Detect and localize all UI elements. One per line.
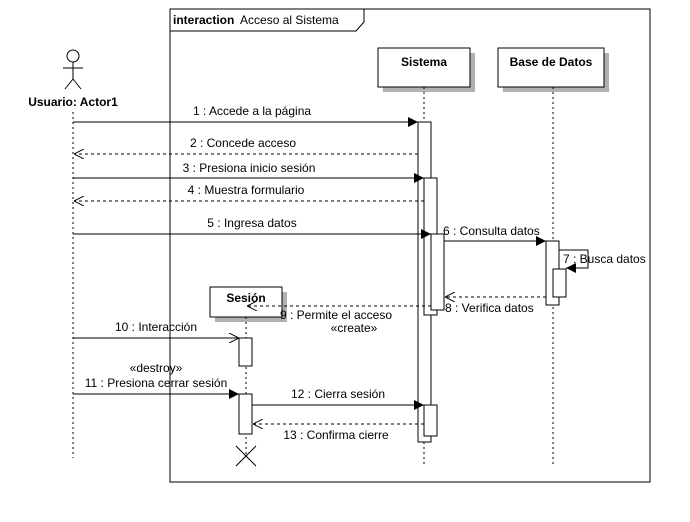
lifeline-base-datos-label: Base de Datos: [510, 55, 593, 69]
message-10[interactable]: 10 : Interacción: [73, 320, 239, 338]
actor-stick-figure-icon: [63, 49, 83, 90]
message-7-label: 7 : Busca datos: [563, 252, 646, 266]
message-2-label: 2 : Concede acceso: [190, 136, 296, 150]
svg-text:interaction Acceso al Si: interaction Acceso al Sistema: [173, 13, 339, 27]
message-5-label: 5 : Ingresa datos: [207, 216, 296, 230]
destroy-x-icon: [235, 445, 257, 467]
message-1-label: 1 : Accede a la página: [193, 104, 311, 118]
lifeline-sesion[interactable]: Sesión: [209, 286, 287, 322]
lifeline-base-datos[interactable]: Base de Datos: [497, 47, 609, 92]
actor-name: Usuario: Actor1: [28, 95, 118, 109]
sistema-activation-nested-2: [430, 233, 445, 311]
frame-title: Acceso al Sistema: [240, 13, 339, 27]
sistema-activation-close: [423, 404, 438, 437]
message-12[interactable]: 12 : Cierra sesión: [252, 387, 424, 410]
message-6[interactable]: 6 : Consulta datos: [443, 224, 546, 246]
message-7[interactable]: 7 : Busca datos: [559, 249, 646, 273]
message-9-stereotype: «create»: [331, 321, 378, 335]
message-11[interactable]: «destroy» 11 : Presiona cerrar sesión: [73, 361, 239, 399]
message-13[interactable]: 13 : Confirma cierre: [253, 424, 424, 442]
message-5[interactable]: 5 : Ingresa datos: [73, 216, 431, 239]
sesion-activation-2: [238, 393, 253, 435]
message-10-label: 10 : Interacción: [115, 320, 197, 334]
sesion-activation-1: [238, 337, 253, 367]
message-4-label: 4 : Muestra formulario: [188, 183, 305, 197]
message-6-label: 6 : Consulta datos: [443, 224, 540, 238]
message-4[interactable]: 4 : Muestra formulario: [74, 183, 424, 201]
message-11-label: 11 : Presiona cerrar sesión: [85, 376, 228, 390]
message-8-label: 8 : Verifica datos: [445, 301, 534, 315]
frame-tab: [170, 8, 365, 32]
interaction-frame: interaction Acceso al Sistema: [169, 8, 651, 483]
message-3[interactable]: 3 : Presiona inicio sesión: [73, 161, 424, 183]
lifeline-sistema-label: Sistema: [401, 55, 447, 69]
message-12-label: 12 : Cierra sesión: [291, 387, 385, 401]
message-9[interactable]: 9 : Permite el acceso «create»: [247, 306, 431, 335]
message-11-stereotype: «destroy»: [130, 361, 183, 375]
message-13-label: 13 : Confirma cierre: [283, 428, 389, 442]
actor-usuario[interactable]: Usuario: Actor1: [28, 49, 118, 109]
message-2[interactable]: 2 : Concede acceso: [74, 136, 418, 154]
base-datos-activation-nested: [552, 268, 567, 298]
message-1[interactable]: 1 : Accede a la página: [73, 104, 418, 127]
activation-bars: [238, 121, 567, 443]
lifeline-sesion-label: Sesión: [226, 291, 265, 305]
message-8[interactable]: 8 : Verifica datos: [445, 297, 546, 315]
lifeline-sistema[interactable]: Sistema: [377, 47, 475, 92]
frame-keyword: interaction: [173, 13, 234, 27]
message-9-label: 9 : Permite el acceso: [280, 308, 392, 322]
message-3-label: 3 : Presiona inicio sesión: [183, 161, 316, 175]
